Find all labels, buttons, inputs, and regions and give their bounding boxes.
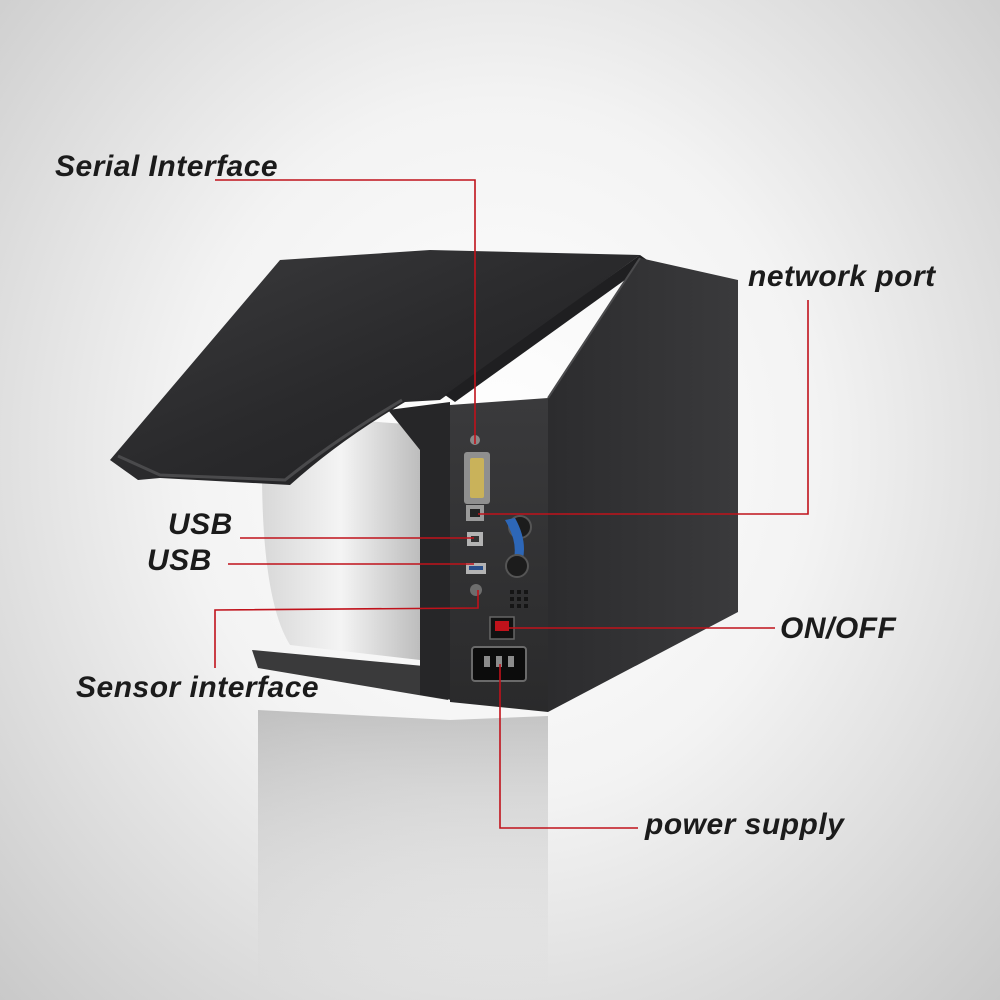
network-port-icon	[466, 505, 484, 521]
usb-a-port-icon	[466, 563, 486, 574]
cable-clip-icon	[505, 515, 532, 578]
label-power-supply: power supply	[645, 808, 845, 841]
leader-network	[478, 300, 809, 515]
leader-lines	[214, 179, 809, 829]
label-network-port: network port	[748, 260, 936, 293]
label-sensor-interface: Sensor interface	[76, 671, 320, 704]
label-serial-interface: Serial Interface	[55, 150, 279, 183]
power-socket-icon	[471, 646, 527, 682]
usb-b-port-icon	[467, 532, 483, 546]
vent-grille	[510, 590, 528, 608]
label-usb-a: USB	[147, 544, 212, 577]
printer-body	[110, 250, 738, 712]
sensor-jack-icon	[470, 584, 482, 596]
label-usb-b: USB	[168, 508, 233, 541]
leader-power	[499, 664, 638, 829]
leader-sensor	[214, 590, 479, 668]
leader-serial	[215, 179, 476, 444]
rear-ports	[464, 435, 532, 682]
floor-reflection	[258, 710, 548, 990]
serial-port-icon	[464, 435, 490, 504]
label-on-off: ON/OFF	[780, 612, 897, 645]
